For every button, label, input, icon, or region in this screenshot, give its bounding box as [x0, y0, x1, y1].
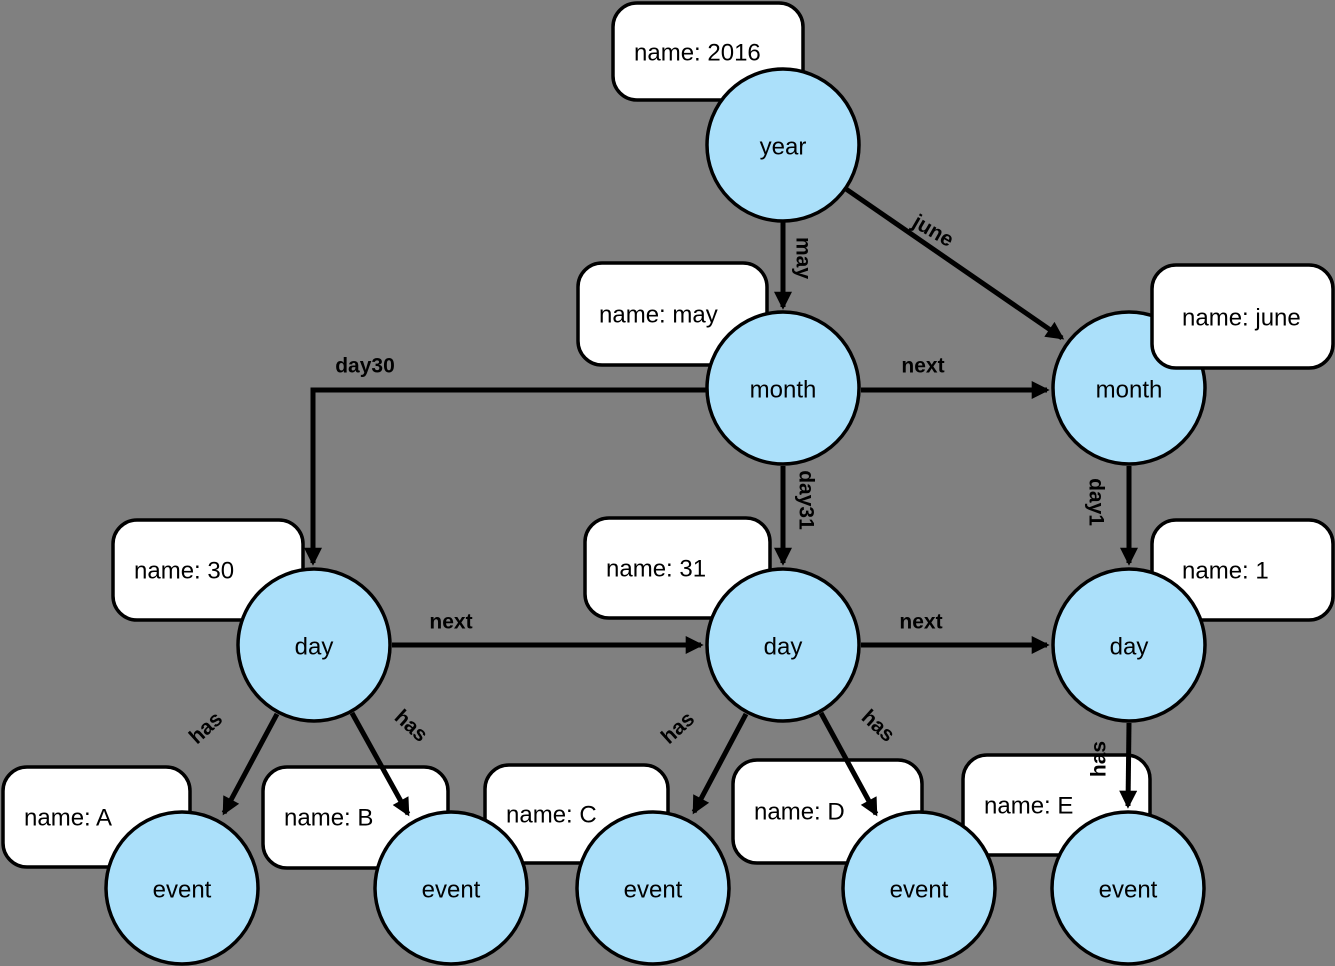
node-label-day-1: day [1110, 634, 1149, 661]
node-label-event-a: event [153, 877, 212, 904]
edge-label-day30: day30 [335, 355, 395, 378]
property-box-month-june: name: june [1150, 263, 1335, 370]
node-label-month-june: month [1096, 377, 1163, 404]
node-event-a: event [104, 810, 260, 966]
edge-month-may-to-month-june: next [861, 355, 1050, 399]
edge-day-1-to-event-e: has [1088, 722, 1138, 809]
node-label-event-e: event [1099, 877, 1158, 904]
property-label-year: name: 2016 [634, 40, 761, 67]
node-label-event-b: event [422, 877, 481, 904]
node-label-month-may: month [750, 377, 817, 404]
property-box-day-1: name: 1 [1150, 518, 1335, 622]
edge-label-next-day-2: next [899, 611, 942, 634]
edge-label-may: may [792, 237, 815, 279]
property-label-event-d: name: D [754, 799, 845, 826]
node-label-event-c: event [624, 877, 683, 904]
property-label-event-b: name: B [284, 805, 373, 832]
node-event-d: event [841, 810, 997, 966]
node-label-year: year [760, 134, 807, 161]
edge-year-to-month-may: may [774, 221, 815, 310]
node-label-day-30: day [295, 634, 334, 661]
edge-label-next-month: next [901, 355, 944, 378]
edge-month-may-to-day-30: day30 [304, 355, 707, 566]
edge-day-30-to-day-31: next [392, 611, 704, 654]
property-label-event-a: name: A [24, 805, 112, 832]
edge-day-31-to-day-1: next [861, 611, 1050, 654]
nodes: year month month day day day event even [104, 67, 1207, 966]
node-event-b: event [373, 810, 529, 966]
edge-label-day31: day31 [795, 470, 818, 530]
property-label-month-june: name: june [1182, 305, 1301, 332]
node-day-31: day [705, 567, 861, 723]
node-year: year [705, 67, 861, 223]
edge-label-has-e: has [1088, 741, 1111, 777]
node-event-c: event [575, 810, 731, 966]
node-day-30: day [236, 567, 392, 723]
node-event-e: event [1050, 810, 1206, 966]
property-label-month-may: name: may [599, 302, 718, 329]
property-label-event-c: name: C [506, 802, 597, 829]
node-day-1: day [1051, 567, 1207, 723]
edge-month-may-to-day-31: day31 [774, 466, 818, 566]
property-label-event-e: name: E [984, 793, 1073, 820]
edge-label-day1: day1 [1085, 478, 1108, 526]
property-label-day-1: name: 1 [1182, 558, 1269, 585]
node-label-day-31: day [764, 634, 803, 661]
node-label-event-d: event [890, 877, 949, 904]
edge-label-next-day-1: next [429, 611, 472, 634]
property-label-day-31: name: 31 [606, 556, 706, 583]
node-month-may: month [705, 310, 861, 466]
edge-month-june-to-day-1: day1 [1085, 466, 1138, 566]
property-label-day-30: name: 30 [134, 558, 234, 585]
property-box-day-31: name: 31 [583, 516, 772, 620]
